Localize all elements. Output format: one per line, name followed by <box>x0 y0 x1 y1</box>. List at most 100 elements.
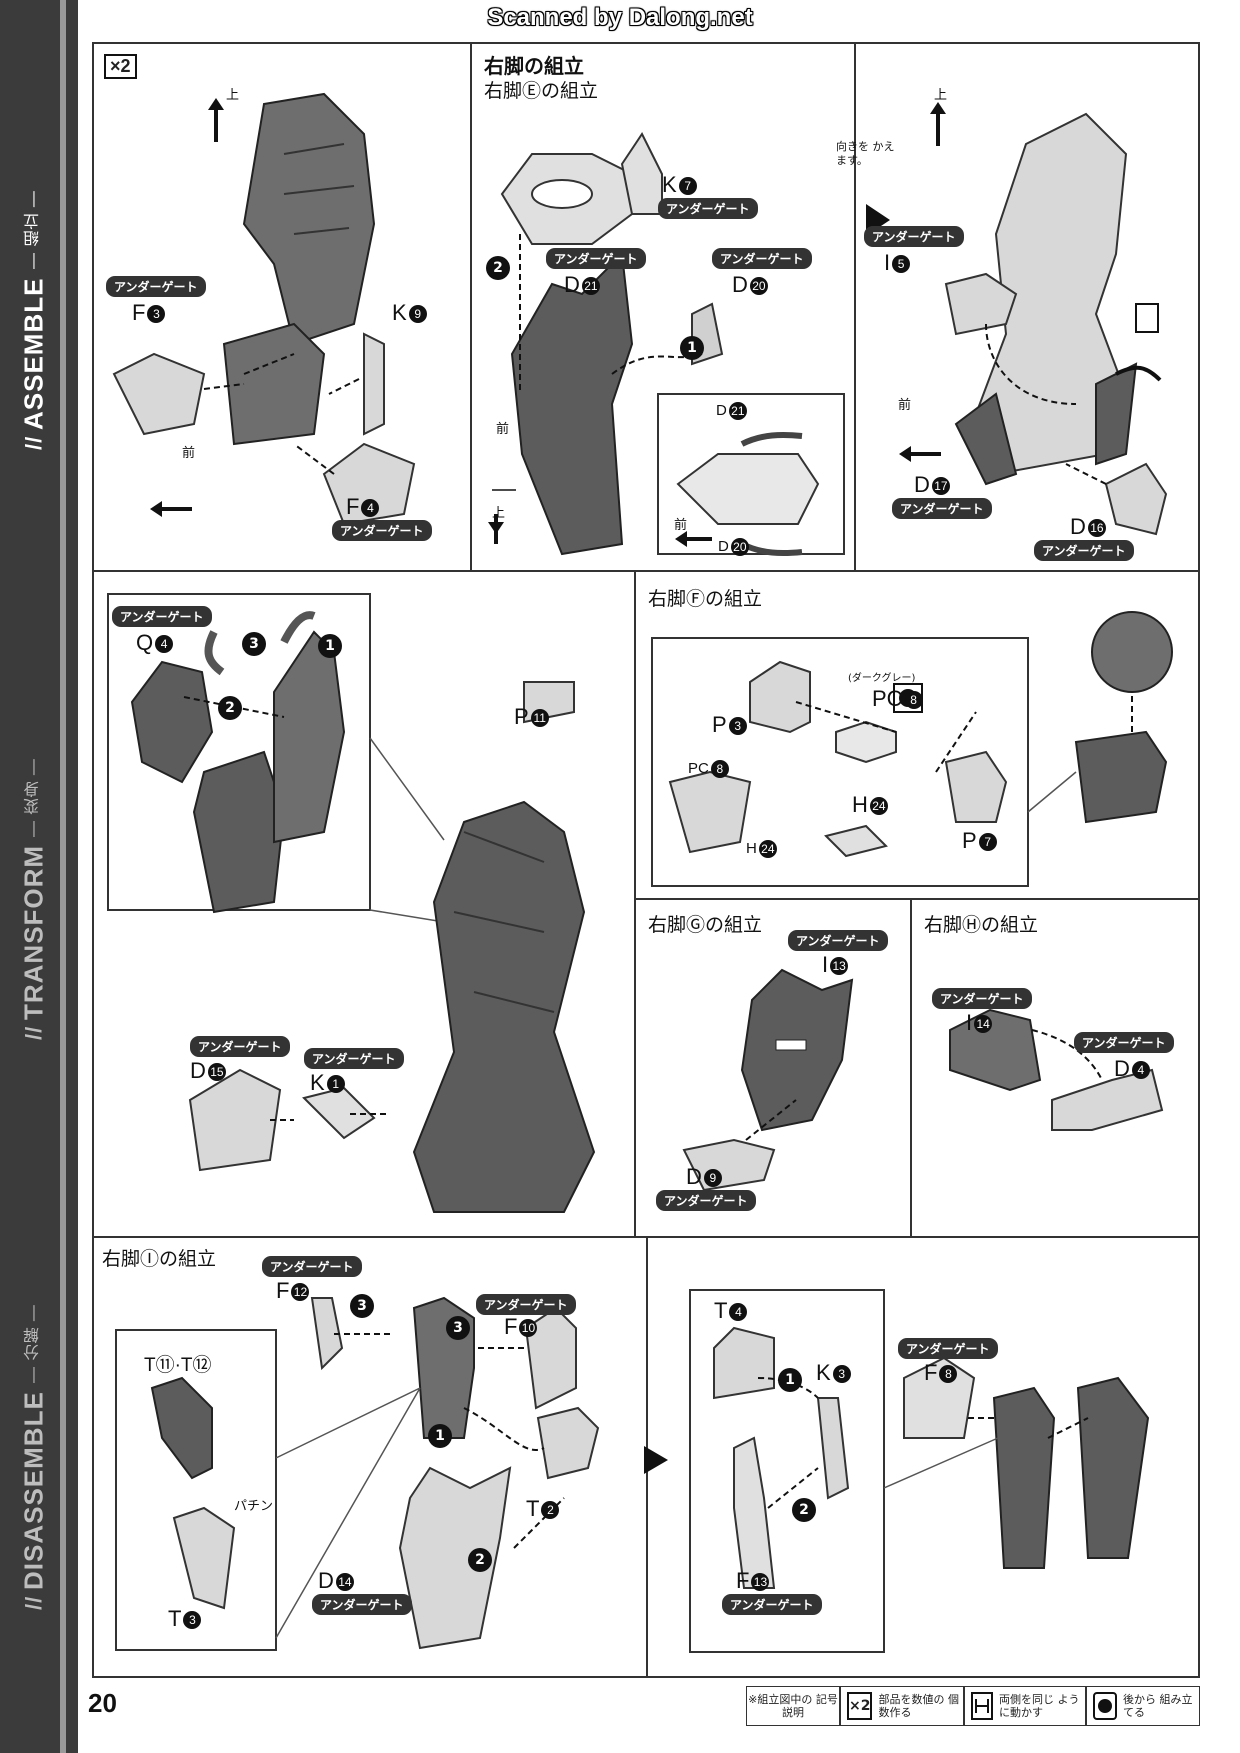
undergate-badge-f8: アンダーゲート <box>898 1338 998 1359</box>
panel-title: 右脚Ⓗの組立 <box>924 914 1039 936</box>
undergate-badge-i5: アンダーゲート <box>864 226 964 247</box>
part-letter: H <box>746 840 757 857</box>
step-1-marker: 1 <box>680 336 704 360</box>
direction-up-label: 上 <box>934 88 948 103</box>
undergate-badge-k7: アンダーゲート <box>658 198 758 219</box>
leg-lower-illustration <box>112 92 416 526</box>
panel-subtitle: 右脚Ⓔの組立 <box>484 80 599 102</box>
part-number: 3 <box>183 1611 202 1630</box>
part-number: 20 <box>730 538 749 557</box>
legend-item3-text: 後から 組み立てる <box>1122 1693 1193 1719</box>
part-letter: T <box>168 1606 182 1631</box>
sidebar-transform-sub: — 変身 — <box>25 757 42 837</box>
step-3b-marker: 3 <box>446 1316 470 1340</box>
part-letter: F <box>924 1360 938 1385</box>
part-letter: I <box>884 250 891 275</box>
part-label-t11-t12: T⑪·T⑫ <box>144 1355 212 1376</box>
part-number: 3 <box>728 717 747 736</box>
undergate-badge-d20: アンダーゲート <box>712 248 812 269</box>
part-letter: D <box>716 402 727 419</box>
part-number: 20 <box>749 277 768 296</box>
undergate-badge-f13: アンダーゲート <box>722 1594 822 1615</box>
legend-title: ※組立図中の 記号説明 <box>746 1686 840 1726</box>
x2-icon: ×2 <box>104 54 137 79</box>
undergate-badge-d17: アンダーゲート <box>892 498 992 519</box>
direction-up-label: 上 <box>226 88 240 103</box>
part-number: 8 <box>904 691 923 710</box>
undergate-badge-d16: アンダーゲート <box>1034 540 1134 561</box>
part-letter: F <box>276 1278 290 1303</box>
part-number: 13 <box>751 1573 770 1592</box>
undergate-badge-f10: アンダーゲート <box>476 1294 576 1315</box>
part-number: 5 <box>892 255 911 274</box>
part-number: 1 <box>326 1075 345 1094</box>
part-letter: D <box>732 272 748 297</box>
move-both-sides-glyph <box>975 1699 989 1713</box>
step-1-marker: 1 <box>778 1368 802 1392</box>
part-number: 8 <box>939 1365 958 1384</box>
part-number: 4 <box>361 499 380 518</box>
step-2-marker: 2 <box>218 696 242 720</box>
pachin-sound-label: パチン <box>234 1499 274 1514</box>
part-number: 17 <box>931 477 950 496</box>
part-number: 21 <box>728 402 747 421</box>
part-letter: T <box>714 1298 728 1323</box>
part-letter: P <box>962 828 977 853</box>
part-number: 21 <box>581 277 600 296</box>
sidebar-disassemble-sub: — 分解 — <box>25 1304 42 1383</box>
part-number: 9 <box>408 305 427 324</box>
legend-item-assemble-later: 後から 組み立てる <box>1086 1686 1200 1726</box>
part-letter: K <box>392 300 407 325</box>
step-1-marker: 1 <box>428 1424 452 1448</box>
part-letter: F <box>346 494 360 519</box>
sidebar-transform-mark: // <box>21 1025 46 1040</box>
step-3a-marker: 3 <box>350 1294 374 1318</box>
scan-watermark: Scanned by Dalong.net <box>487 4 753 31</box>
sidebar-disassemble-mark: // <box>21 1595 46 1610</box>
rotate-note: 向きを かえます。 <box>836 140 895 167</box>
part-letter: P <box>712 712 727 737</box>
part-letter: P <box>514 704 529 729</box>
part-number: 14 <box>974 1015 993 1034</box>
page-number: 20 <box>88 1688 117 1718</box>
sidebar-transform: // TRANSFORM — 変身 — <box>14 660 54 1040</box>
step-1-marker: 1 <box>318 634 342 658</box>
direction-up-label: 上 <box>492 506 506 521</box>
direction-front-label: 前 <box>496 422 510 437</box>
undergate-badge-f3: アンダーゲート <box>106 276 206 297</box>
part-number: 11 <box>530 709 549 728</box>
sidebar-disassemble: // DISASSEMBLE — 分解 — <box>14 1230 54 1610</box>
sidebar-assemble-label: ASSEMBLE <box>18 277 49 430</box>
leg-g-illustration <box>682 968 854 1192</box>
section-sidebar: // ASSEMBLE — 組立 — // TRANSFORM — 変身 — /… <box>0 0 78 1753</box>
part-letter: K <box>310 1070 325 1095</box>
part-number: 3 <box>832 1365 851 1384</box>
leg-h-illustration <box>949 1008 1164 1131</box>
part-number: 15 <box>207 1063 226 1082</box>
step-2-marker: 2 <box>486 256 510 280</box>
assemble-later-icon <box>1093 1692 1117 1720</box>
dark-grey-note: (ダークグレー) <box>848 673 916 684</box>
direction-front-label: 前 <box>898 398 912 413</box>
